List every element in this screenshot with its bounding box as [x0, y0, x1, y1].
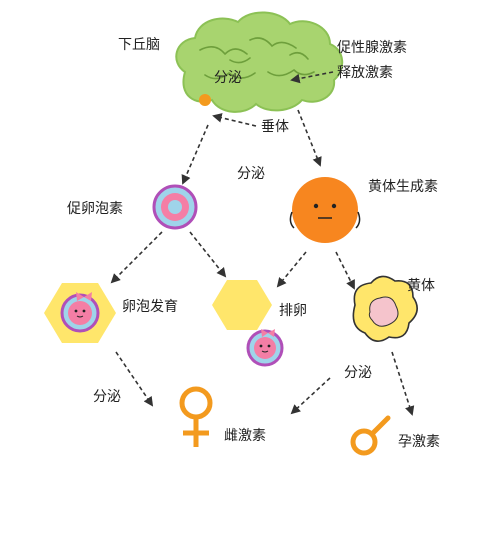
label-secrete-bottom-right: 分泌 — [344, 365, 372, 381]
label-corpus-luteum: 黄体 — [407, 278, 435, 294]
progesterone-symbol-icon — [350, 415, 391, 456]
arrow-fsh-to-ovulation — [189, 231, 227, 278]
arrow-luteum-to-progesterone — [391, 351, 415, 416]
ovulation-hexagon-icon — [212, 280, 272, 330]
label-secrete-left: 分泌 — [237, 166, 265, 182]
pituitary-dot-icon — [199, 94, 211, 106]
label-releasing-hormone-1: 促性腺激素 — [337, 40, 407, 56]
arrow-brain-to-lh — [297, 109, 322, 167]
label-ovulation: 排卵 — [279, 303, 307, 319]
female-symbol-icon — [179, 386, 213, 447]
arrow-follicle-to-estrogen — [115, 351, 154, 407]
ovum-icon — [246, 329, 284, 367]
label-secrete-bottom-left: 分泌 — [93, 389, 121, 405]
arrow-lh-to-luteum — [335, 251, 355, 290]
smiling-face-icon — [289, 177, 361, 243]
arrow-to-pituitary — [212, 113, 257, 127]
label-follicle-development: 卵泡发育 — [122, 299, 178, 315]
label-lh: 黄体生成素 — [368, 179, 438, 195]
label-secrete-brain: 分泌 — [214, 70, 242, 86]
arrow-fsh-to-follicle — [110, 231, 163, 284]
brain-icon — [175, 11, 344, 113]
label-estrogen: 雌激素 — [224, 428, 266, 444]
follicle-cell-icon — [152, 184, 198, 230]
label-progesterone: 孕激素 — [398, 434, 440, 450]
egg-hexagon-icon — [44, 283, 116, 343]
arrow-luteum-to-estrogen — [290, 377, 331, 415]
diagram-arrows — [110, 71, 415, 416]
label-releasing-hormone-2: 释放激素 — [337, 65, 393, 81]
label-fsh: 促卵泡素 — [67, 201, 123, 217]
label-hypothalamus: 下丘脑 — [118, 37, 160, 53]
label-pituitary: 垂体 — [261, 119, 289, 135]
arrow-brain-to-fsh — [181, 124, 209, 185]
arrow-lh-to-ovulation — [276, 251, 307, 288]
corpus-luteum-icon — [352, 275, 418, 342]
